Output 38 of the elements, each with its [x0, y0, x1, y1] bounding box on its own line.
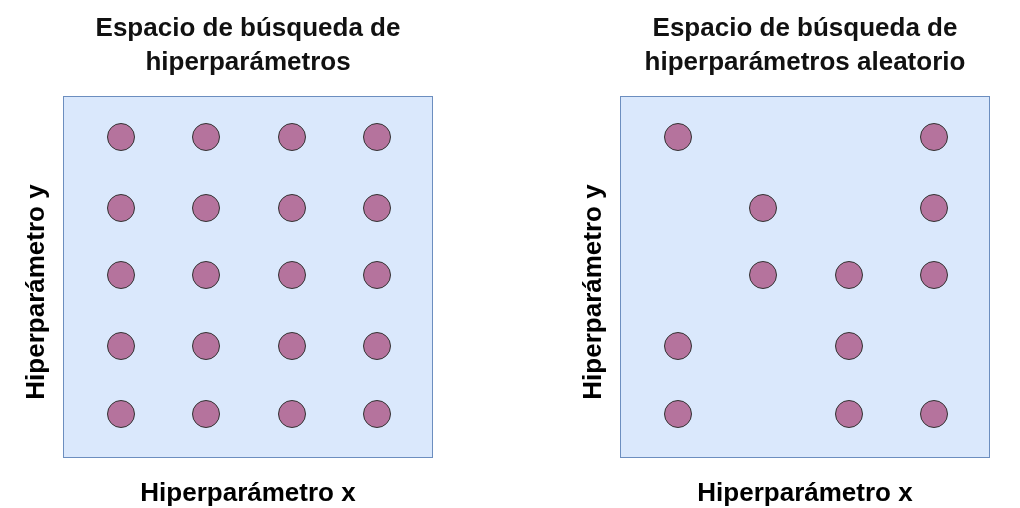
sample-point: [363, 261, 391, 289]
axis-label: Hiperparámetro y: [576, 184, 608, 400]
sample-point: [920, 261, 948, 289]
sample-point: [920, 194, 948, 222]
sample-point: [278, 400, 306, 428]
sample-point: [107, 261, 135, 289]
sample-point: [192, 123, 220, 151]
sample-point: [363, 400, 391, 428]
sample-point: [749, 261, 777, 289]
sample-point: [835, 261, 863, 289]
heading: Espacio de búsqueda de hiperparámetros: [94, 11, 402, 78]
sample-point: [192, 400, 220, 428]
axis-label: Hiperparámetro x: [696, 476, 914, 508]
sample-point: [363, 123, 391, 151]
sample-point: [920, 400, 948, 428]
sample-point: [749, 194, 777, 222]
sample-point: [278, 194, 306, 222]
sample-point: [278, 332, 306, 360]
sample-point: [107, 194, 135, 222]
sample-point: [835, 400, 863, 428]
axis-label: Hiperparámetro y: [19, 184, 51, 400]
sample-point: [278, 261, 306, 289]
heading: Espacio de búsqueda de hiperparámetros aleatorio: [643, 11, 967, 78]
sample-point: [192, 332, 220, 360]
sample-point: [920, 123, 948, 151]
sample-point: [363, 332, 391, 360]
axis-label: Hiperparámetro x: [139, 476, 357, 508]
sample-point: [192, 261, 220, 289]
sample-point: [107, 400, 135, 428]
sample-point: [107, 123, 135, 151]
sample-point: [664, 123, 692, 151]
sample-point: [192, 194, 220, 222]
sample-point: [278, 123, 306, 151]
sample-point: [107, 332, 135, 360]
sample-point: [363, 194, 391, 222]
sample-point: [664, 332, 692, 360]
sample-point: [664, 400, 692, 428]
sample-point: [835, 332, 863, 360]
